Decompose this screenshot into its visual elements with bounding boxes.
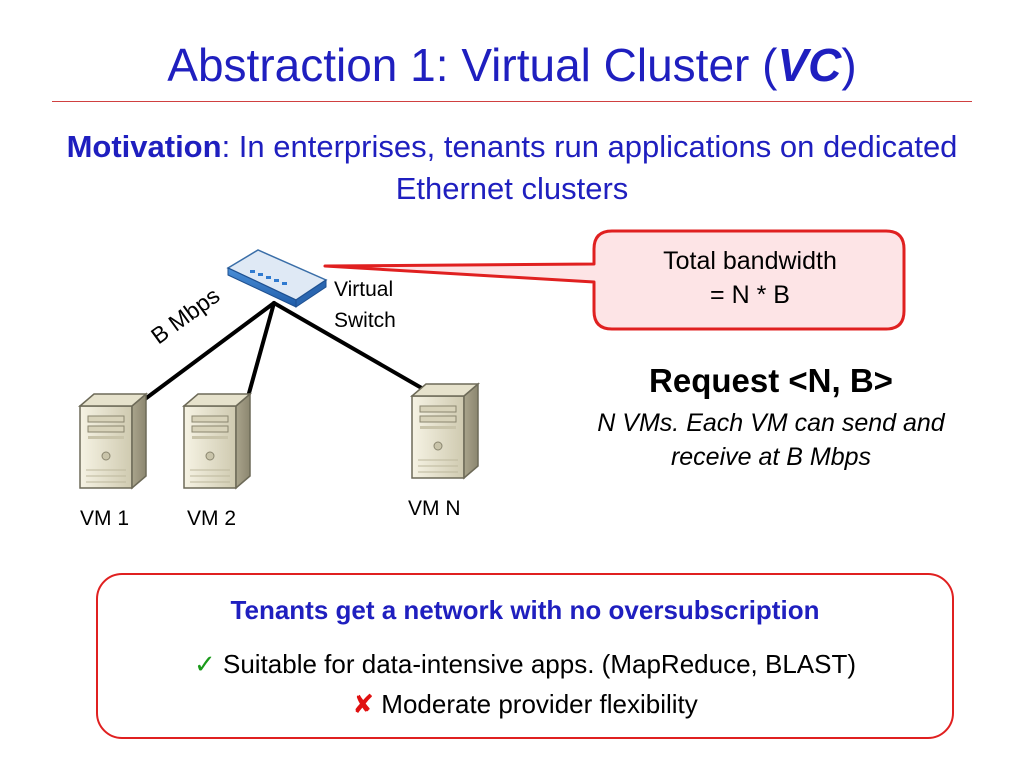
cross-icon: ✘ (352, 689, 375, 719)
slide-title: Abstraction 1: Virtual Cluster (VC) (0, 38, 1024, 92)
switch-label: Virtual Switch (334, 274, 396, 336)
vm-label-n: VM N (408, 497, 461, 520)
summary-pro-text: Suitable for data-intensive apps. (MapRe… (223, 649, 857, 679)
bandwidth-callout (323, 229, 906, 331)
title-prefix: Abstraction 1: Virtual Cluster ( (167, 39, 778, 91)
motivation-text: Motivation: In enterprises, tenants run … (60, 126, 964, 210)
network-links (139, 301, 434, 406)
server-icon-vm1 (79, 393, 147, 489)
summary-title: Tenants get a network with no oversubscr… (230, 595, 820, 625)
link-vm2 (244, 301, 276, 406)
vm-label-1: VM 1 (80, 507, 130, 530)
check-icon: ✓ (193, 649, 216, 679)
title-emphasis: VC (777, 39, 842, 91)
summary-con: ✘ Moderate provider flexibility (98, 689, 952, 720)
callout-line-2: = N * B (710, 281, 790, 309)
request-block: Request <N, B> N VMs. Each VM can send a… (556, 362, 986, 474)
summary-con-text: Moderate provider flexibility (381, 689, 698, 719)
callout-line-1: Total bandwidth (663, 247, 837, 275)
motivation-label: Motivation (66, 129, 222, 164)
server-icon-vmn (411, 383, 479, 479)
title-suffix: ) (841, 39, 857, 91)
switch-label-line-1: Virtual (334, 278, 394, 301)
request-subtitle: N VMs. Each VM can send and receive at B… (597, 409, 945, 471)
link-vm1 (139, 301, 276, 404)
link-vmn (272, 301, 434, 396)
server-icon-vm2 (183, 393, 251, 489)
motivation-body: : In enterprises, tenants run applicatio… (221, 129, 958, 206)
switch-label-line-2: Switch (334, 309, 396, 332)
callout-text: Total bandwidth = N * B (600, 244, 900, 312)
switch-icon (226, 249, 328, 308)
summary-pro: ✓ Suitable for data-intensive apps. (Map… (98, 649, 952, 680)
title-divider (52, 101, 972, 102)
request-title: Request <N, B> (649, 362, 893, 399)
vm-label-2: VM 2 (187, 507, 237, 530)
summary-box: Tenants get a network with no oversubscr… (96, 573, 954, 739)
